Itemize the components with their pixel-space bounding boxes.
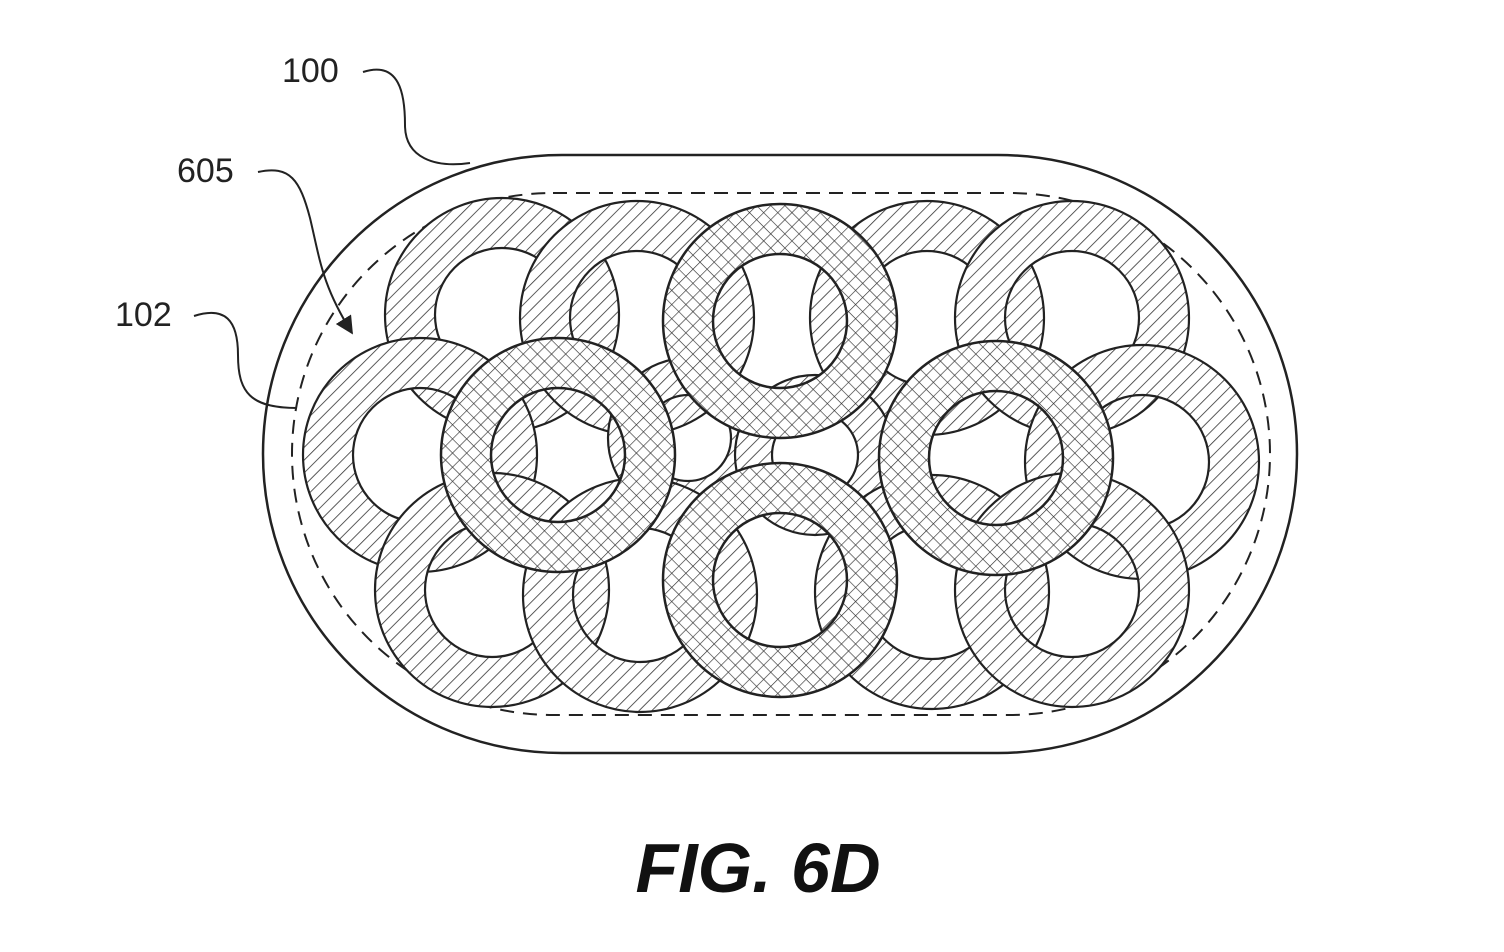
inner-sheath-dashed <box>291 192 1271 716</box>
leader-line-100 <box>362 68 471 166</box>
label-605: 605 <box>177 152 234 190</box>
crosshatched-ring <box>661 202 899 440</box>
crosshatched-ring <box>661 461 899 699</box>
label-102: 102 <box>115 296 172 334</box>
ring-bundle <box>301 196 1261 714</box>
figure-caption: FIG. 6D <box>635 829 880 907</box>
front-rings <box>439 202 1115 699</box>
crosshatched-ring <box>877 339 1115 577</box>
leader-line-102 <box>193 311 298 409</box>
label-100: 100 <box>282 52 339 90</box>
leader-line-605 <box>257 169 353 335</box>
crosshatched-ring <box>439 336 677 574</box>
